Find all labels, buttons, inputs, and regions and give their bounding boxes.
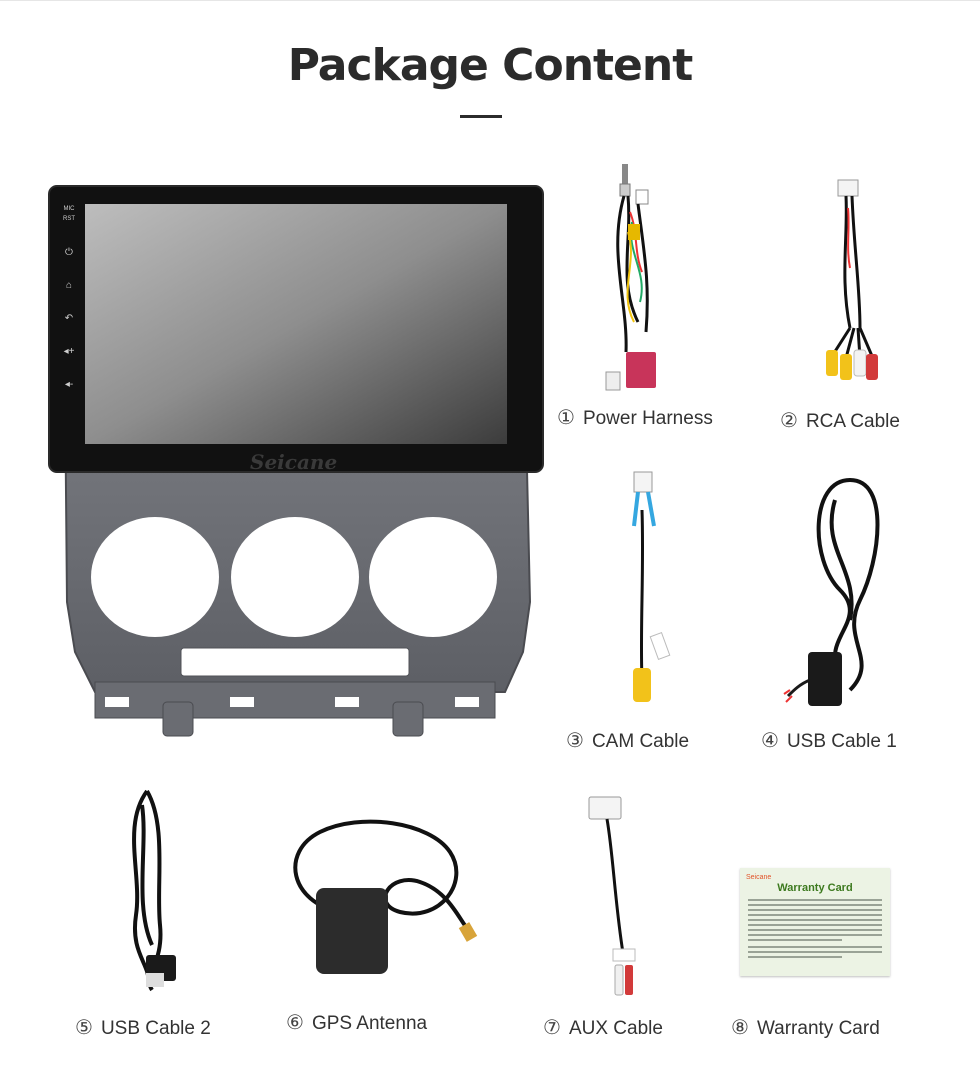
power-icon: ⏻ xyxy=(65,247,73,258)
warranty-card-title: Warranty Card xyxy=(777,882,853,894)
title-underline xyxy=(460,115,502,118)
caption-label: GPS Antenna xyxy=(311,1013,428,1034)
warranty-card-brand: Seicane xyxy=(746,874,772,881)
usb-cable-2-image xyxy=(112,785,182,1000)
caption-label: Warranty Card xyxy=(756,1018,880,1039)
caption-label: RCA Cable xyxy=(805,411,900,432)
caption-number: ④ xyxy=(761,728,779,752)
caption-usb-cable-1: ④ USB Cable 1 xyxy=(761,728,897,753)
usb-cable-1-image xyxy=(780,470,890,715)
mic-label: MIC xyxy=(63,206,75,212)
caption-label: CAM Cable xyxy=(591,731,690,752)
caption-number: ⑤ xyxy=(75,1015,93,1039)
caption-aux-cable: ⑦ AUX Cable xyxy=(543,1015,663,1040)
cam-cable-image xyxy=(620,470,680,710)
caption-cam-cable: ③ CAM Cable xyxy=(566,728,689,753)
volume-up-icon: ◂+ xyxy=(63,346,75,357)
aux-cable-image xyxy=(585,793,645,1008)
caption-warranty-card: ⑧ Warranty Card xyxy=(731,1015,880,1040)
caption-power-harness: ① Power Harness xyxy=(557,405,713,430)
caption-number: ⑦ xyxy=(543,1015,561,1039)
home-icon: ⌂ xyxy=(65,280,73,291)
caption-usb-cable-2: ⑤ USB Cable 2 xyxy=(75,1015,211,1040)
caption-number: ② xyxy=(780,408,798,432)
top-divider xyxy=(0,0,980,1)
caption-number: ⑧ xyxy=(731,1015,749,1039)
volume-down-icon: ◂- xyxy=(64,379,74,390)
warranty-card-text-lines xyxy=(748,899,882,961)
page-title: Package Content xyxy=(287,40,694,91)
gps-antenna-image xyxy=(280,812,495,982)
side-button-labels: MIC RST xyxy=(57,204,81,224)
rst-label: RST xyxy=(63,216,75,222)
caption-number: ③ xyxy=(566,728,584,752)
caption-label: USB Cable 2 xyxy=(100,1018,211,1039)
head-unit-image: MIC RST ⏻ ⌂ ↶ ◂+ ◂- Seicane xyxy=(45,182,555,742)
warranty-card-image: Seicane Warranty Card xyxy=(740,868,890,976)
device-logo: Seicane xyxy=(250,450,338,474)
caption-number: ① xyxy=(557,405,575,429)
caption-label: USB Cable 1 xyxy=(786,731,897,752)
rca-cable-image xyxy=(820,178,890,393)
back-icon: ↶ xyxy=(64,313,74,324)
power-harness-image xyxy=(598,162,678,397)
caption-rca-cable: ② RCA Cable xyxy=(780,408,900,433)
caption-gps-antenna: ⑥ GPS Antenna xyxy=(286,1010,427,1035)
caption-number: ⑥ xyxy=(286,1010,304,1034)
caption-label: Power Harness xyxy=(582,408,713,429)
side-icon-column: ⏻ ⌂ ↶ ◂+ ◂- xyxy=(62,236,76,401)
caption-label: AUX Cable xyxy=(568,1018,663,1039)
